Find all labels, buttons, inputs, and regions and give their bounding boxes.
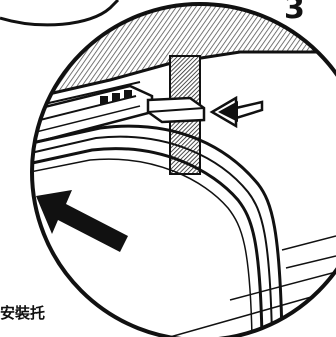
callout-arc-fragment bbox=[0, 0, 120, 27]
caption-text: 安裝托 bbox=[0, 304, 46, 322]
rail-slots bbox=[100, 90, 132, 104]
tray-channel bbox=[32, 124, 284, 337]
magnifier-circle bbox=[30, 2, 336, 337]
slide-direction-arrow bbox=[36, 190, 128, 252]
step-number: 3 bbox=[284, 0, 305, 26]
